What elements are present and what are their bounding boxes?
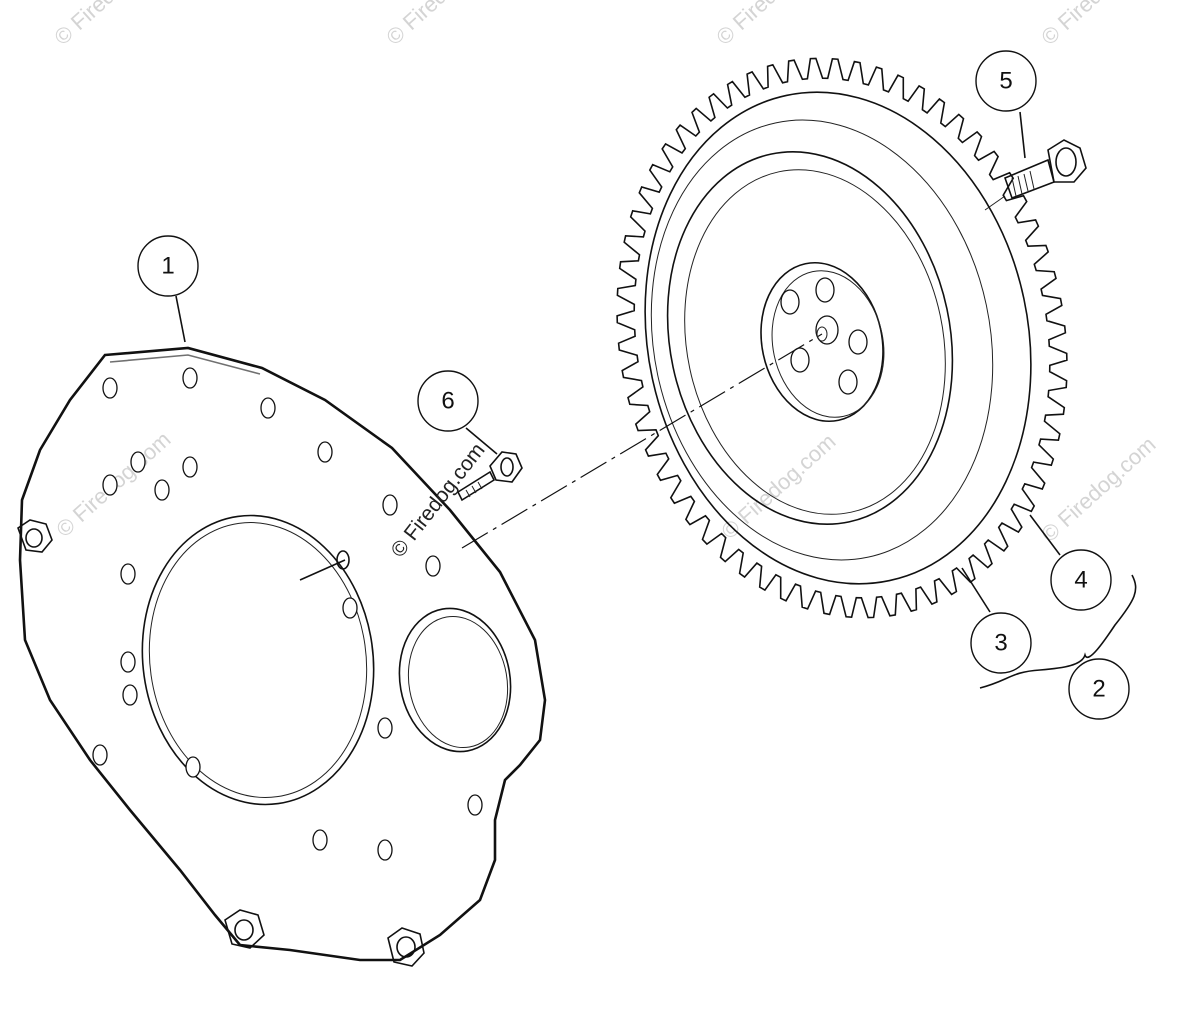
callout-number: 3 [994, 630, 1007, 657]
leader-1 [175, 295, 186, 343]
leader-4 [1029, 514, 1061, 556]
callout-number: 1 [161, 253, 174, 280]
leader-3 [961, 567, 991, 613]
bolt-6 [456, 451, 523, 502]
callout-2: 2 [1068, 658, 1130, 720]
plate-nut [387, 927, 425, 967]
callout-number: 6 [441, 388, 454, 415]
flywheel-bolt-holes [780, 277, 868, 395]
callout-6: 6 [417, 370, 479, 432]
callout-number: 4 [1074, 567, 1087, 594]
callout-number: 5 [999, 68, 1012, 95]
callout-4: 4 [1050, 549, 1112, 611]
bolt-5 [984, 139, 1087, 211]
adapter-plate [17, 346, 547, 967]
plate-holes [92, 367, 483, 861]
plate-nut [17, 519, 53, 553]
leader-5 [1019, 111, 1026, 159]
plate-nut [224, 909, 265, 949]
callout-1: 1 [137, 235, 199, 297]
callout-5: 5 [975, 50, 1037, 112]
callout-number: 2 [1092, 676, 1105, 703]
leader-6 [465, 427, 498, 455]
assembly-centerline [461, 333, 823, 549]
callout-3: 3 [970, 612, 1032, 674]
group-brace [979, 574, 1137, 689]
flywheel [616, 57, 1068, 619]
